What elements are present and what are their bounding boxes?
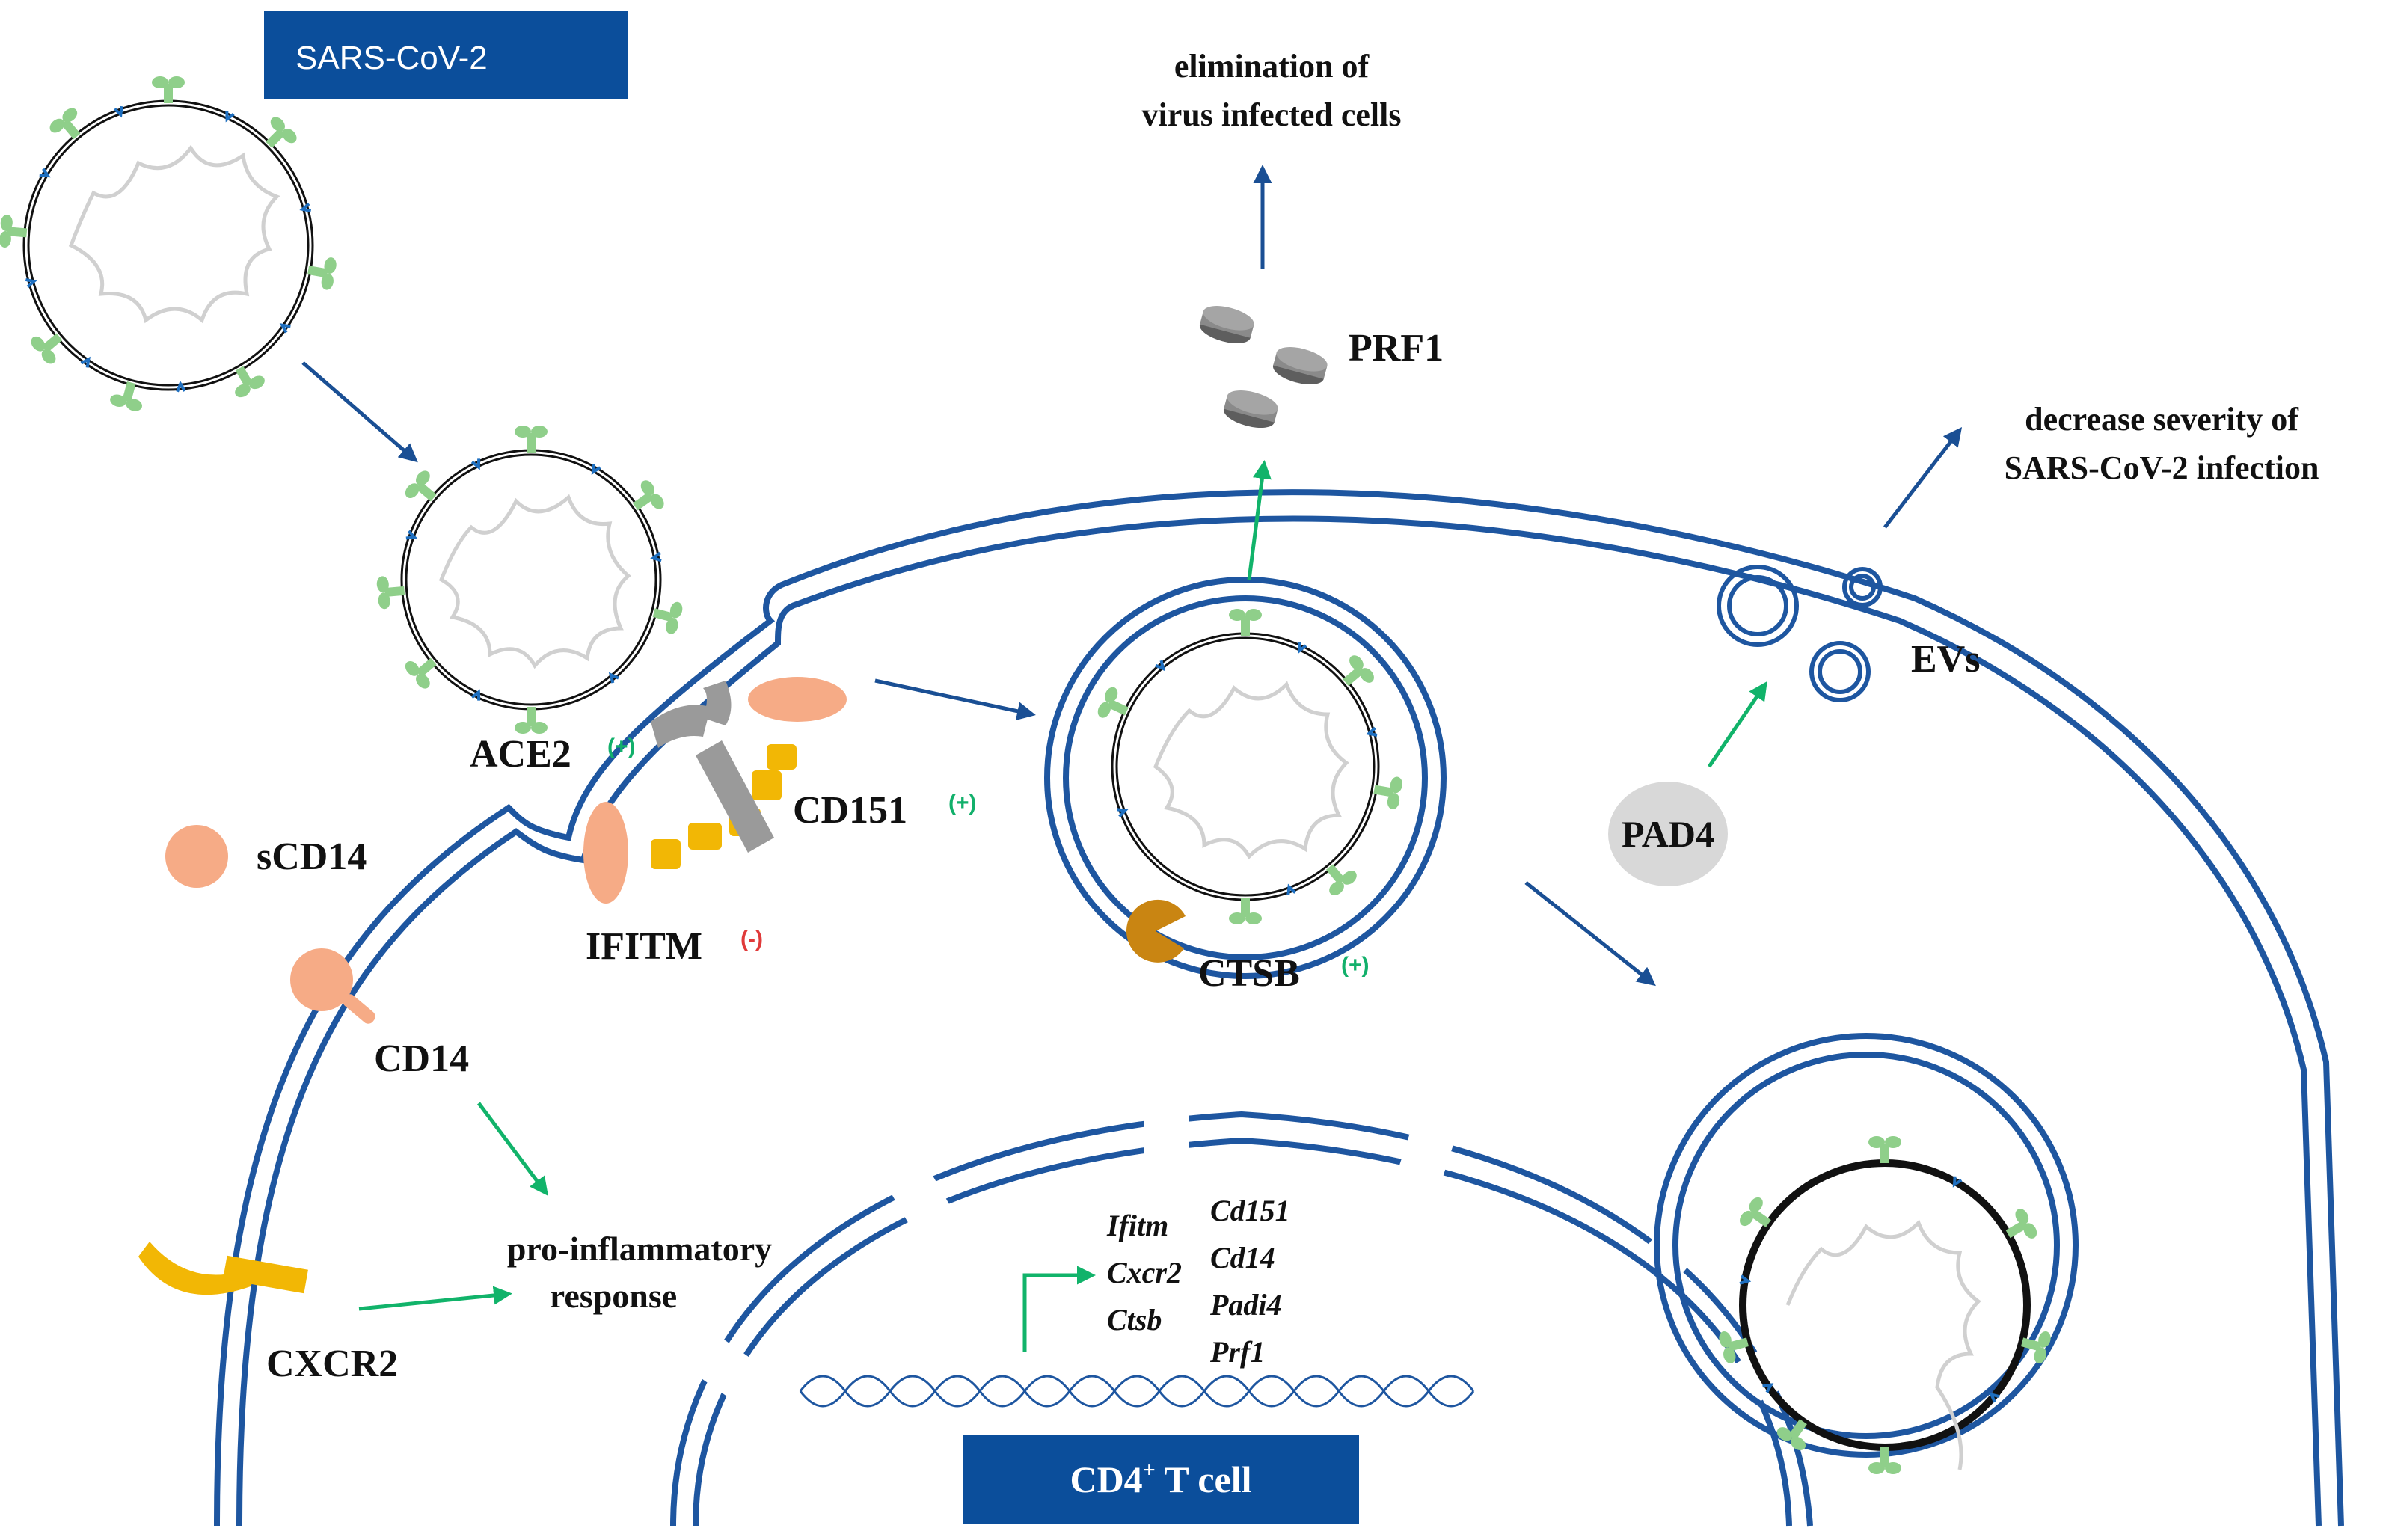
ctsb-enzyme: [1126, 899, 1186, 963]
prf1-label: PRF1: [1349, 327, 1444, 369]
ifitm-label: IFITM: [586, 925, 702, 968]
ev-vesicles: [1717, 565, 1883, 702]
gene-right-3: Prf1: [1209, 1335, 1265, 1369]
evs-label: EVs: [1911, 638, 1980, 681]
ace2-label: ACE2: [470, 733, 571, 776]
cd151-head: [748, 677, 847, 722]
ifitm-protein: [583, 802, 628, 904]
cell-label-box: CD4+ T cell: [963, 1435, 1359, 1524]
elimination-label-1: elimination of: [1174, 48, 1370, 85]
cd14-label: CD14: [374, 1037, 469, 1080]
ace2-sign: (+): [607, 734, 636, 759]
gene-right-2: Padi4: [1209, 1288, 1282, 1322]
endosome: [1044, 577, 1447, 979]
ace2-receptor: [651, 681, 774, 853]
arrows-blue: [301, 165, 1963, 987]
scd14-icon: [165, 825, 228, 888]
cd151-protein: [651, 744, 797, 869]
ifitm-sign: (-): [740, 927, 763, 951]
cell-membrane: [214, 489, 2344, 1527]
virus-label-box: SARS-CoV-2: [264, 11, 628, 99]
pad4-label: PAD4: [1622, 813, 1714, 855]
gene-left-2: Ctsb: [1107, 1303, 1162, 1337]
dna-helix: [799, 1375, 1475, 1408]
cd151-sign: (+): [948, 791, 977, 815]
proinflam-label-2: response: [550, 1277, 677, 1315]
virus-label: SARS-CoV-2: [295, 40, 488, 76]
arrows-green: [358, 460, 1767, 1352]
prf1-molecules: [1199, 306, 1328, 429]
cxcr2-receptor: [138, 1242, 308, 1295]
cd14-receptor: [290, 948, 375, 1024]
decrease-label-1: decrease severity of: [2025, 401, 2299, 438]
virus-free: [0, 76, 338, 413]
proinflam-label-1: pro-inflammatory: [507, 1230, 772, 1268]
decrease-label-2: SARS-CoV-2 infection: [2005, 450, 2319, 486]
gene-right-1: Cd14: [1210, 1241, 1275, 1274]
virus-binding: [375, 426, 684, 734]
ctsb-label: CTSB: [1198, 952, 1300, 995]
cell-label: CD4+ T cell: [1070, 1458, 1251, 1500]
gene-right-0: Cd151: [1210, 1194, 1290, 1227]
gene-left-1: Cxcr2: [1107, 1256, 1182, 1289]
scd14-label: sCD14: [257, 835, 367, 878]
elimination-label-2: virus infected cells: [1141, 96, 1401, 133]
vesicle-right: [1654, 1033, 2079, 1474]
ctsb-sign: (+): [1341, 953, 1370, 978]
pad4-protein: [1608, 782, 1728, 886]
gene-left-0: Ifitm: [1106, 1209, 1168, 1242]
cxcr2-label: CXCR2: [266, 1343, 398, 1385]
cd151-label: CD151: [793, 789, 907, 832]
